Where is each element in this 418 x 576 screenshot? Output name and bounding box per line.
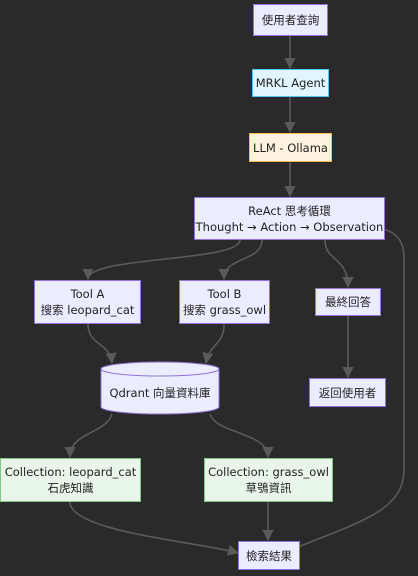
tool-a-title: Tool A (70, 287, 105, 301)
react-loop-title: ReAct 思考循環 (248, 203, 331, 218)
edge-qdrant-coll-b (209, 413, 274, 459)
mrkl-agent-label: MRKL Agent (255, 76, 326, 90)
return-user-label: 返回使用者 (318, 385, 377, 400)
collection-leopard-cat-node[interactable]: Collection: leopard_cat 石虎知識 (0, 458, 141, 502)
edge-react-tool-a (82, 239, 241, 281)
database-cylinder-icon (100, 361, 220, 415)
edge-qdrant-coll-a (64, 413, 113, 459)
user-query-label: 使用者查詢 (261, 13, 320, 27)
edge-tool-a-qdrant (87, 323, 117, 365)
tool-a-desc: 搜索 leopard_cat (40, 303, 135, 317)
edge-results-react (297, 222, 405, 548)
react-loop-node[interactable]: ReAct 思考循環 Thought → Action → Observatio… (194, 197, 385, 240)
tool-a-node[interactable]: Tool A 搜索 leopard_cat (34, 280, 141, 324)
results-label: 檢索結果 (246, 548, 292, 563)
tool-b-node[interactable]: Tool B 搜索 grass_owl (179, 280, 270, 324)
collection-grass-owl-title: Collection: grass_owl (208, 465, 329, 479)
react-loop-steps: Thought → Action → Observation (195, 219, 384, 234)
edge-react-final (324, 239, 354, 289)
edge-tool-b-qdrant (202, 323, 225, 365)
final-answer-label: 最終回答 (325, 295, 371, 309)
tool-b-title: Tool B (207, 287, 242, 301)
qdrant-db-label: Qdrant 向量資料庫 (109, 386, 211, 400)
results-node[interactable]: 檢索結果 (238, 541, 300, 570)
qdrant-db-node[interactable]: Qdrant 向量資料庫 (100, 361, 220, 415)
mrkl-agent-node[interactable]: MRKL Agent (252, 69, 329, 97)
edge-coll-a-results (69, 501, 240, 556)
tool-b-desc: 搜索 grass_owl (182, 303, 267, 317)
edge-react-tool-b (218, 239, 263, 281)
return-user-node[interactable]: 返回使用者 (309, 378, 386, 407)
collection-grass-owl-node[interactable]: Collection: grass_owl 草鴞資訊 (204, 458, 333, 502)
user-query-node[interactable]: 使用者查詢 (253, 4, 328, 36)
collection-leopard-cat-title: Collection: leopard_cat (4, 465, 137, 479)
collection-grass-owl-desc: 草鴞資訊 (245, 481, 292, 495)
llm-ollama-node[interactable]: LLM - Ollama (249, 133, 332, 162)
final-answer-node[interactable]: 最終回答 (315, 288, 381, 316)
llm-ollama-label: LLM - Ollama (253, 140, 328, 155)
collection-leopard-cat-desc: 石虎知識 (47, 481, 94, 495)
